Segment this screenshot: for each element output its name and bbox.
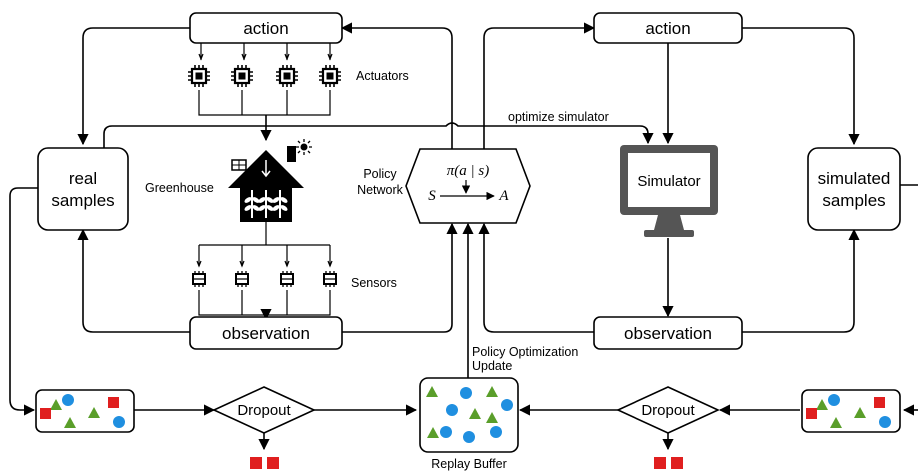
policy-formula: π(a | s): [447, 163, 489, 179]
real-samples-node: real samples: [37, 147, 129, 231]
sample-square: [874, 397, 885, 408]
chip-icon: [229, 63, 255, 89]
actuators-label: Actuators: [356, 69, 409, 83]
sensor-icon: [323, 270, 337, 288]
svg-text:action: action: [243, 19, 288, 38]
sample-circle: [828, 394, 840, 406]
dropout-right-node: Dropout: [616, 386, 720, 434]
dropped-samples-right: [654, 457, 683, 469]
policy-update-label-line1: Policy Optimization: [472, 345, 578, 359]
sample-triangle: [486, 386, 498, 397]
sensors-label: Sensors: [351, 276, 397, 290]
sensor-icon: [280, 270, 294, 288]
real-sample-batch: [35, 389, 135, 433]
sample-triangle: [50, 399, 62, 410]
svg-text:Dropout: Dropout: [641, 402, 695, 419]
chip-icon: [274, 63, 300, 89]
simulator-node: Simulator: [620, 145, 718, 237]
greenhouse-icon: [228, 146, 304, 222]
sample-square: [267, 457, 279, 469]
sample-triangle: [830, 417, 842, 428]
sensor-icon: [235, 270, 249, 288]
sensors-group: [192, 270, 337, 288]
optimize-simulator-label: optimize simulator: [508, 110, 609, 124]
sample-square: [40, 408, 51, 419]
svg-text:observation: observation: [222, 324, 310, 343]
sample-circle: [113, 416, 125, 428]
sample-circle: [490, 426, 502, 438]
chip-icon: [317, 63, 343, 89]
svg-text:samples: samples: [822, 191, 885, 210]
sample-circle: [446, 404, 458, 416]
sample-square: [654, 457, 666, 469]
chip-icon: [186, 63, 212, 89]
sample-triangle: [469, 408, 481, 419]
action-left-node: action: [189, 12, 343, 44]
policy-update-label-line2: Update: [472, 359, 512, 373]
connections: [9, 22, 918, 451]
sample-circle: [501, 399, 513, 411]
sample-triangle: [64, 417, 76, 428]
actuators-chips: [186, 63, 343, 89]
action-right-node: action: [593, 12, 743, 44]
svg-text:action: action: [645, 19, 690, 38]
observation-left-node: observation: [189, 316, 343, 350]
svg-text:simulated: simulated: [818, 169, 891, 188]
dropout-left-node: Dropout: [212, 386, 316, 434]
replay-buffer-label: Replay Buffer: [431, 457, 507, 471]
sensor-icon: [192, 270, 206, 288]
greenhouse-label: Greenhouse: [145, 181, 214, 195]
sample-triangle: [854, 407, 866, 418]
svg-text:observation: observation: [624, 324, 712, 343]
sample-circle: [62, 394, 74, 406]
sample-circle: [440, 426, 452, 438]
svg-text:Simulator: Simulator: [637, 173, 700, 190]
policy-state-s: S: [428, 188, 436, 204]
sample-square: [806, 408, 817, 419]
sample-triangle: [426, 386, 438, 397]
dropped-samples-left: [250, 457, 279, 469]
replay-buffer-node: [419, 377, 519, 453]
sample-triangle: [427, 427, 439, 438]
sample-circle: [460, 387, 472, 399]
sample-square: [671, 457, 683, 469]
policy-network-label-line2: Network: [357, 183, 404, 197]
policy-action-a: A: [498, 188, 509, 204]
policy-network-label-line1: Policy: [363, 167, 397, 181]
svg-text:samples: samples: [51, 191, 114, 210]
simulated-sample-batch: [801, 389, 901, 433]
sample-circle: [879, 416, 891, 428]
svg-text:real: real: [69, 169, 97, 188]
sample-square: [250, 457, 262, 469]
simulated-samples-node: simulated samples: [807, 147, 901, 231]
sample-triangle: [486, 412, 498, 423]
sample-circle: [463, 431, 475, 443]
svg-text:Dropout: Dropout: [237, 402, 291, 419]
sample-triangle: [816, 399, 828, 410]
policy-network-node: π(a | s) S A: [405, 148, 531, 224]
observation-right-node: observation: [593, 316, 743, 350]
sun-icon: [296, 139, 312, 155]
sample-square: [108, 397, 119, 408]
sample-triangle: [88, 407, 100, 418]
